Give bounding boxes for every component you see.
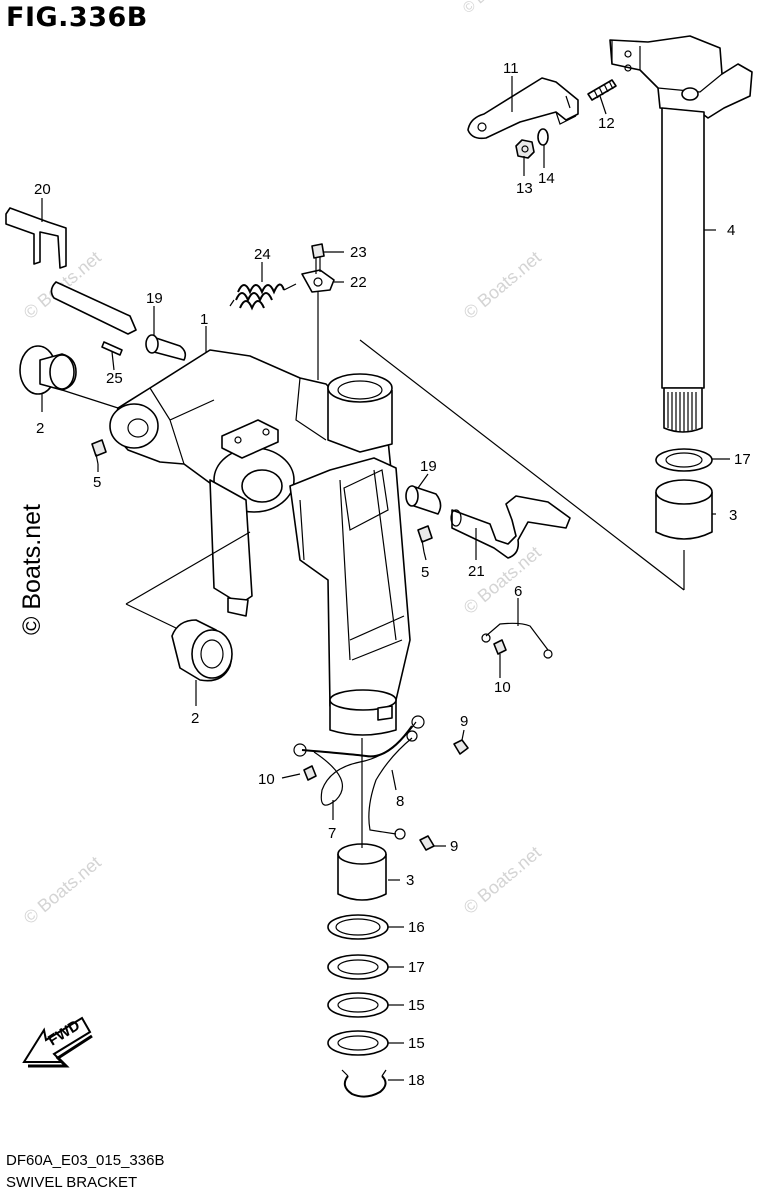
- collar-right: [405, 485, 442, 515]
- nut-and-washer: [515, 128, 549, 159]
- swivel-bracket: [109, 349, 411, 736]
- snap-ring: [341, 1069, 387, 1098]
- watermark: © Boats.net: [460, 842, 545, 918]
- callout-12: 12: [598, 115, 615, 132]
- callout-10: 10: [494, 679, 511, 696]
- tilt-lever: [450, 495, 571, 559]
- callout-19: 19: [146, 290, 163, 307]
- callout-1: 1: [200, 311, 208, 328]
- callout-17: 17: [408, 959, 425, 976]
- callout-23: 23: [350, 244, 367, 261]
- callout-9: 9: [460, 713, 468, 730]
- callout-19: 19: [420, 458, 437, 475]
- callout-4: 4: [727, 222, 735, 239]
- callout-11: 11: [503, 60, 519, 77]
- callout-2: 2: [36, 420, 44, 437]
- watermark: © Boats.net: [460, 247, 545, 323]
- callout-14: 14: [538, 170, 555, 187]
- callout-18: 18: [408, 1072, 425, 1089]
- figure-name: SWIVEL BRACKET: [6, 1174, 138, 1191]
- callout-9: 9: [450, 838, 458, 855]
- stud-bolt: [587, 79, 617, 101]
- watermark: © Boats.net: [20, 852, 105, 928]
- watermark-large: © Boats.net: [18, 504, 46, 635]
- callout-15: 15: [408, 1035, 425, 1052]
- callout-6: 6: [514, 583, 522, 600]
- spring: [229, 283, 297, 311]
- bushings: [337, 479, 713, 901]
- figure-code: DF60A_E03_015_336B: [6, 1152, 165, 1169]
- fwd-arrow: FWD: [22, 1016, 93, 1068]
- callout-3: 3: [406, 872, 414, 889]
- callout-5: 5: [421, 564, 429, 581]
- callout-15: 15: [408, 997, 425, 1014]
- callout-2: 2: [191, 710, 199, 727]
- steering-shaft: [609, 35, 753, 433]
- callout-25: 25: [106, 370, 123, 387]
- callout-3: 3: [729, 507, 737, 524]
- callout-20: 20: [34, 181, 51, 198]
- callout-22: 22: [350, 274, 367, 291]
- collar-left: [145, 334, 187, 361]
- retainer-and-bolt: [301, 243, 335, 293]
- plug-lower: [171, 619, 233, 682]
- callout-21: 21: [468, 563, 485, 580]
- callout-5: 5: [93, 474, 101, 491]
- pin: [101, 341, 123, 356]
- tilt-lock-lever: [5, 207, 137, 335]
- watermark: © Boats.net: [460, 0, 532, 17]
- callout-10: 10: [258, 771, 275, 788]
- callout-24: 24: [254, 246, 271, 263]
- plug-upper: [19, 345, 77, 395]
- stopper-plate: [467, 77, 579, 140]
- callout-16: 16: [408, 919, 425, 936]
- callout-labels: 1 2 2 3 3 4 5 5 6 7 8 9 9 10 10 11 12 13…: [34, 60, 751, 1089]
- leader-lines: [41, 76, 730, 1081]
- callout-13: 13: [516, 180, 533, 197]
- figure-title: FIG.336B: [6, 2, 148, 33]
- callout-8: 8: [396, 793, 404, 810]
- assembly-lines: [61, 292, 685, 848]
- grease-nipples: [91, 439, 433, 553]
- callout-17: 17: [734, 451, 751, 468]
- callout-7: 7: [328, 825, 336, 842]
